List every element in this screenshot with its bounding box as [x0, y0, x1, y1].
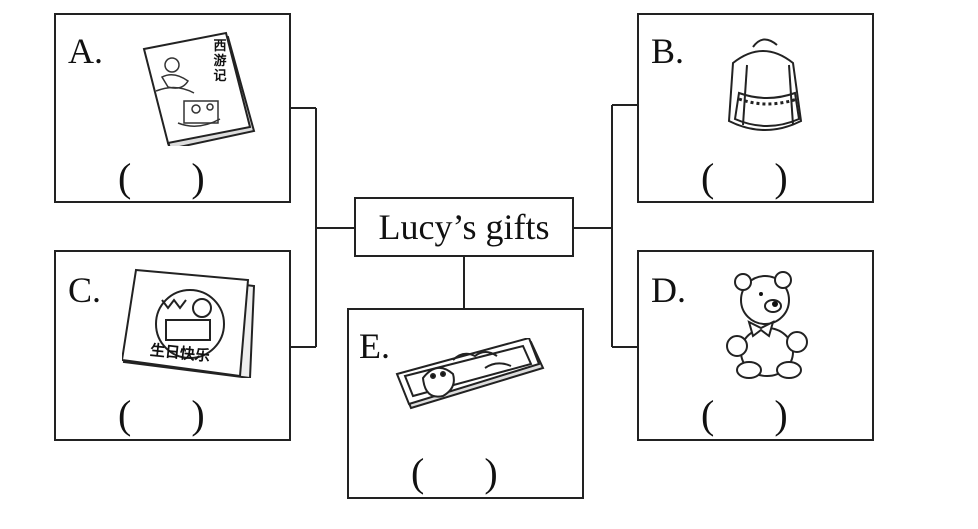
teddy-bear-icon: [726, 271, 808, 379]
answer-blank-e[interactable]: ( ): [411, 450, 498, 495]
gift-letter-e: E.: [359, 326, 390, 366]
gift-box-a: A. 西游记 ( ): [54, 13, 291, 203]
answer-blank-b[interactable]: ( ): [701, 155, 788, 200]
book-icon: [142, 31, 256, 146]
gift-box-d: D. ( ): [637, 250, 874, 441]
answer-blank-d[interactable]: ( ): [701, 392, 788, 437]
gift-letter-d: D.: [651, 270, 686, 310]
gift-letter-a: A.: [68, 31, 103, 71]
answer-blank-c[interactable]: ( ): [118, 392, 205, 437]
center-title: Lucy’s gifts: [378, 207, 550, 247]
book-title-vertical: 西游记: [213, 39, 227, 84]
gift-box-b: B. ( ): [637, 13, 874, 203]
birthday-card-icon: [122, 268, 256, 378]
answer-blank-a[interactable]: ( ): [118, 155, 205, 200]
pencil-box-icon: [395, 338, 545, 410]
center-title-box: Lucy’s gifts: [354, 197, 574, 257]
gift-letter-c: C.: [68, 270, 102, 310]
gift-letter-b: B.: [651, 31, 685, 71]
backpack-icon: [727, 38, 803, 131]
gift-box-e: E. ( ): [347, 308, 584, 499]
gift-box-c: C. 生日快乐 ( ): [54, 250, 291, 441]
